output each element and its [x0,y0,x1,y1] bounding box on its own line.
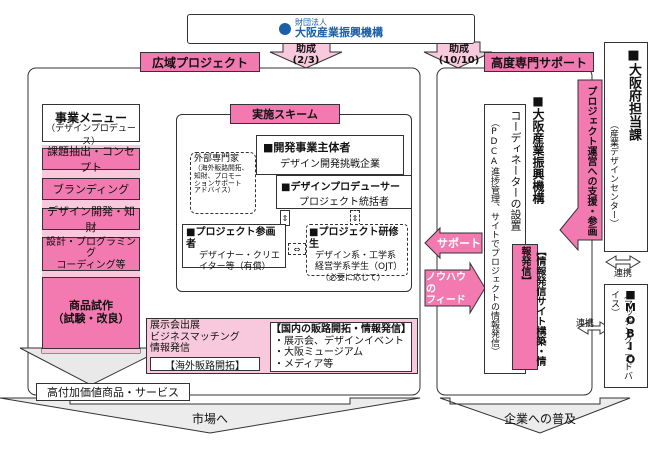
support-label: サポート [437,237,481,250]
producer-title: ■デザインプロデューサー [281,182,400,193]
menu-item-programming: 設計・プログラミング コーディング等 [42,237,140,271]
menu-title-box: 事業メニュー （デザインプロデュース） [42,104,140,147]
menu-subtitle: （デザインプロデュース） [46,124,136,147]
info-site-box [512,244,538,370]
producer-box: ■デザインプロデューサー プロジェクト統括者 [276,175,412,209]
aid-right-label: 助成 (10/10) [438,44,480,66]
coop-top-label: 連携 [613,268,632,279]
coop-bottom-label: 連携 [575,318,594,329]
aid-arrow-right [423,41,493,69]
lead-company-title: ■開発事業主体者 [263,141,351,154]
coordinator-title: コーディネーターの設置 [509,110,522,231]
osaka-support-label: プロジェクト運営への支援・参画 [585,86,596,236]
mobio-box [604,284,648,388]
logo-name: 大阪産業振興機構 [295,26,383,40]
advanced-title: 高度専門サポート [484,52,594,72]
trainee-note: （必要に応じて） [321,272,385,282]
osaka-support-arrow [559,79,603,252]
feedback-label: ノウハウの フィード バック [426,272,466,318]
menu-title: 事業メニュー [54,110,127,125]
osaka-box [604,42,648,252]
scheme-title: 実施スキーム [230,104,340,124]
coordinator-note: （PDCA進捗管理、サイトでプロジェクトの情報発信） [489,118,499,356]
osaka-subtitle: （産業デザインセンター） [608,120,618,228]
lead-company-subtitle: デザイン開発挑戦企業 [280,159,380,170]
trainee-title: ■プロジェクト研修生 [309,227,399,250]
menu-item-trial: 商品試作 （試験・改良） [42,277,140,349]
producer-subtitle: プロジェクト統括者 [299,197,389,208]
menu-item-branding: ブランディング [42,178,140,200]
regional-title: 広域プロジェクト [140,52,260,72]
market-label: 市場へ [191,411,228,426]
experts-title: 外部専門家 [194,154,240,164]
logo-icon [279,23,291,35]
exhibition-text: 展示会出展 ビジネスマッチング 情報発信 [150,320,240,354]
menu-item-concept: 課題抽出・コンセプト [42,145,140,174]
org-title: ■大阪産業振興機構 [531,94,545,204]
mobio-title: ■MOBIO [624,288,637,366]
coop-arrow-top [605,255,641,269]
diffusion-label: 企業への普及 [503,411,576,426]
participant-box: ■プロジェクト参画者 デザイナー・クリエ イター等（有償） [182,224,286,272]
lead-company-box: ■開発事業主体者 デザイン開発挑戦企業 [256,135,404,175]
overseas-label: 【海外販路開拓】 [150,357,260,372]
experts-box: 外部専門家 （海外販路開拓、 知財、プロモー ションサポート アドバイス） [190,152,256,214]
feedback-arrow [424,261,486,315]
mobio-subtitle: （マッチング・アドバイス） [609,290,632,380]
logo-small-text: 財団法人 [295,18,327,28]
info-site-label: 【情報発信サイト構築・情報発信】 [519,246,545,366]
participant-trainee-link-icon: ⇔ [288,243,306,255]
header-logo-box: 財団法人 大阪産業振興機構 [187,14,475,44]
result-box: 高付加価値商品・サービス [36,383,190,401]
participant-title: ■プロジェクト参画者 [186,227,276,250]
aid-left-label: 助成 (2/3) [292,44,320,66]
support-arrow [424,226,483,260]
osaka-title: ■大阪府担当課 [626,48,641,141]
diffusion-arrow [439,397,631,434]
trainee-box: ■プロジェクト研修生 デザイン系・工学系 経営学系学生（OJT） （必要に応じて… [306,224,408,282]
menu-item-design-ip: デザイン開発・知財 [42,205,140,234]
domestic-box: 【国内の販路開拓・情報発信】 ・展示会、デザインイベント ・大阪ミュージアム ・… [270,322,412,372]
